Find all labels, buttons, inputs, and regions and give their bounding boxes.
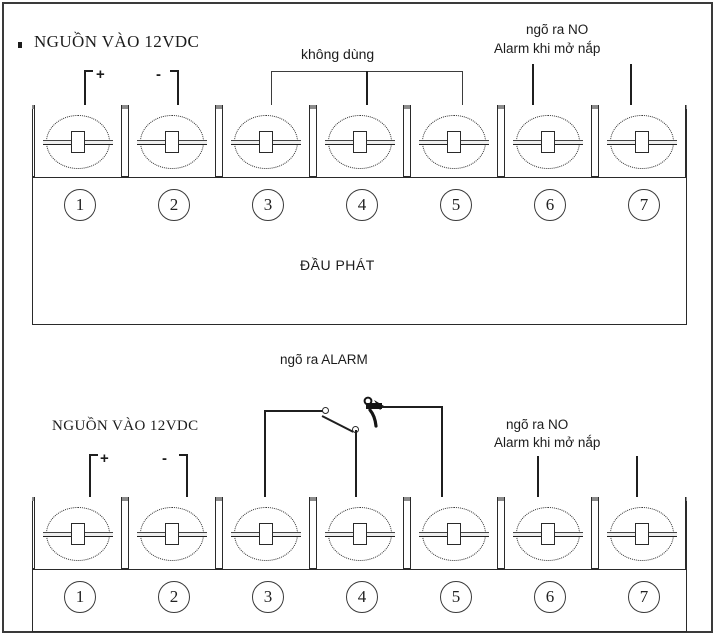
screw-notch (446, 130, 462, 154)
screw-notch (164, 130, 180, 154)
upper-unused-label: không dùng (301, 46, 375, 62)
lower-terminal-number-6: 6 (534, 581, 566, 613)
upper-lead-terminal-7 (630, 64, 632, 105)
lower-no-output-label-line1: ngõ ra NO (506, 417, 569, 432)
screw-notch (258, 130, 274, 154)
upper-terminal-number-3: 3 (252, 189, 284, 221)
upper-screw-icon-7[interactable] (607, 115, 677, 169)
upper-terminal-cell-1[interactable] (34, 105, 122, 177)
upper-terminal-number-5: 5 (440, 189, 472, 221)
upper-terminal-cell-5[interactable] (410, 105, 498, 177)
lower-terminal-number-7: 7 (628, 581, 660, 613)
upper-no-output-label-line2: Alarm khi mở nắp (494, 41, 601, 56)
lower-screw-icon-4[interactable] (325, 507, 395, 561)
upper-unit-name: ĐẦU PHÁT (300, 257, 375, 273)
lower-power-input-label: NGUỒN VÀO 12VDC (52, 418, 199, 434)
upper-lead-terminal-2 (177, 70, 179, 105)
alarm-wire-terminal-4 (355, 430, 357, 497)
upper-bracket-drop-4 (366, 71, 368, 105)
lower-alarm-output-label: ngõ ra ALARM (280, 352, 368, 367)
upper-lead-cap-1 (84, 70, 93, 72)
screw-notch (164, 522, 180, 546)
lower-terminal-number-4: 4 (346, 581, 378, 613)
lower-terminal-number-2: 2 (158, 581, 190, 613)
screw-notch (70, 130, 86, 154)
alarm-wire-top-left (264, 410, 326, 412)
lower-unit-body: 1 2 3 4 5 6 7 (32, 569, 687, 632)
upper-terminal-number-2: 2 (158, 189, 190, 221)
upper-terminal-number-4: 4 (346, 189, 378, 221)
upper-terminal-cell-2[interactable] (128, 105, 216, 177)
upper-terminal-number-6: 6 (534, 189, 566, 221)
lower-lead-terminal-1 (89, 454, 91, 497)
bullet-marker (18, 42, 22, 48)
lower-terminal-cell-7[interactable] (598, 497, 686, 569)
lower-terminal-number-3: 3 (252, 581, 284, 613)
lower-lead-terminal-2 (186, 454, 188, 497)
upper-power-input-label: NGUỒN VÀO 12VDC (34, 32, 200, 51)
upper-terminal-cell-6[interactable] (504, 105, 592, 177)
upper-terminal-cell-3[interactable] (222, 105, 310, 177)
lower-terminal-cell-1[interactable] (34, 497, 122, 569)
upper-terminal-strip (32, 105, 687, 177)
upper-unit-body: 1 2 3 4 5 6 7 (32, 177, 687, 325)
upper-terminal-number-1: 1 (64, 189, 96, 221)
lower-terminal-number-5: 5 (440, 581, 472, 613)
lower-screw-icon-1[interactable] (43, 507, 113, 561)
alarm-wire-top-right (382, 406, 443, 408)
alarm-wire-terminal-3 (264, 410, 266, 497)
upper-screw-icon-5[interactable] (419, 115, 489, 169)
upper-screw-icon-3[interactable] (231, 115, 301, 169)
screw-notch (634, 130, 650, 154)
lower-lead-terminal-7 (636, 456, 639, 497)
lower-terminal-cell-2[interactable] (128, 497, 216, 569)
switch-contact-node-left (322, 407, 329, 414)
lower-terminal-cell-4[interactable] (316, 497, 404, 569)
lower-lead-cap-2 (179, 454, 188, 456)
lower-lead-terminal-6 (537, 456, 539, 497)
upper-no-output-label-line1: ngõ ra NO (526, 22, 589, 37)
lower-screw-icon-2[interactable] (137, 507, 207, 561)
screw-notch (258, 522, 274, 546)
upper-terminal-cell-4[interactable] (316, 105, 404, 177)
upper-screw-icon-6[interactable] (513, 115, 583, 169)
upper-screw-icon-4[interactable] (325, 115, 395, 169)
alarm-wire-terminal-5 (441, 406, 444, 497)
upper-terminal-number-7: 7 (628, 189, 660, 221)
screw-notch (352, 522, 368, 546)
upper-plus-sign: + (96, 66, 105, 83)
upper-lead-cap-2 (170, 70, 179, 72)
switch-arm (321, 415, 354, 433)
lower-screw-icon-7[interactable] (607, 507, 677, 561)
screw-notch (634, 522, 650, 546)
buzzer-icon (363, 396, 384, 428)
upper-terminal-cell-7[interactable] (598, 105, 686, 177)
lower-terminal-number-1: 1 (64, 581, 96, 613)
upper-screw-icon-1[interactable] (43, 115, 113, 169)
lower-screw-icon-6[interactable] (513, 507, 583, 561)
lower-no-output-label-line2: Alarm khi mở nắp (494, 435, 601, 450)
upper-minus-sign: - (156, 66, 161, 83)
upper-lead-terminal-6 (532, 64, 534, 105)
lower-terminal-strip (32, 497, 687, 569)
lower-plus-sign: + (100, 450, 109, 467)
upper-lead-terminal-1 (84, 70, 86, 105)
lower-terminal-cell-5[interactable] (410, 497, 498, 569)
screw-notch (352, 130, 368, 154)
lower-lead-cap-1 (89, 454, 98, 456)
lower-screw-icon-5[interactable] (419, 507, 489, 561)
screw-notch (70, 522, 86, 546)
screw-notch (446, 522, 462, 546)
lower-screw-icon-3[interactable] (231, 507, 301, 561)
lower-minus-sign: - (162, 450, 167, 467)
lower-terminal-cell-6[interactable] (504, 497, 592, 569)
screw-notch (540, 522, 556, 546)
lower-terminal-cell-3[interactable] (222, 497, 310, 569)
upper-screw-icon-2[interactable] (137, 115, 207, 169)
screw-notch (540, 130, 556, 154)
